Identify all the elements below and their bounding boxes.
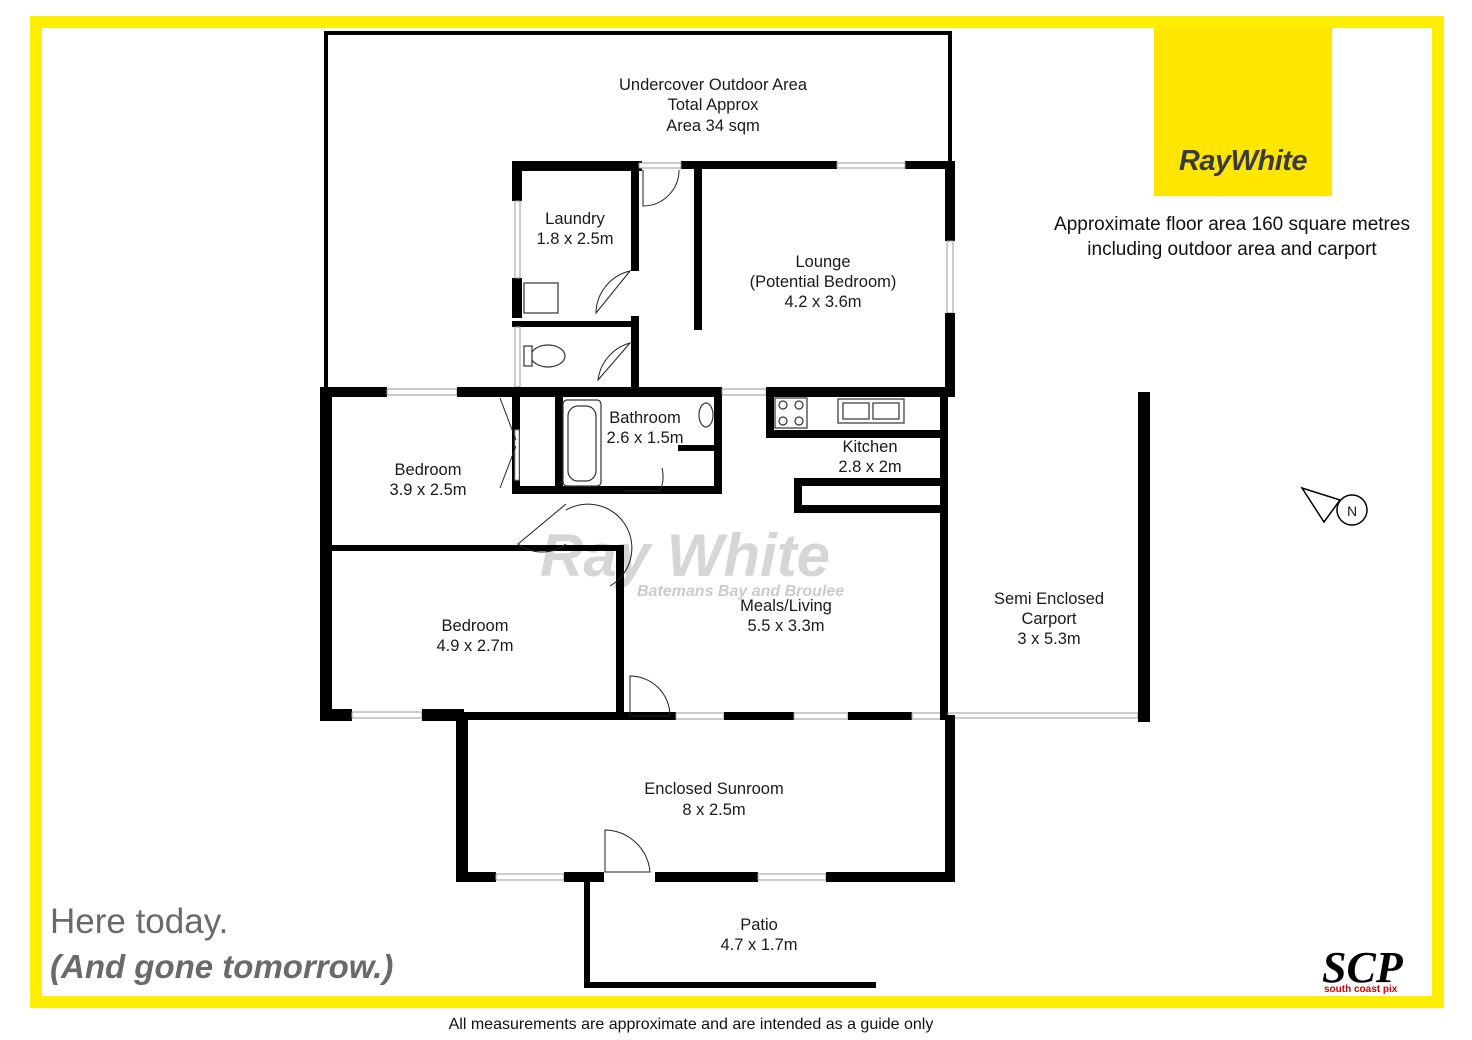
lounge-note: (Potential Bedroom) [750,273,897,291]
watermark-office: Batemans Bay and Broulee [637,583,844,600]
sunroom-size: 8 x 2.5m [682,801,745,819]
bathroom-name: Bathroom [609,409,681,427]
photographer-mark: SCP [1322,943,1404,992]
floor-area-line-2: including outdoor area and carport [1087,239,1377,260]
disclaimer: All measurements are approximate and are… [448,1016,934,1033]
photographer-name: south coast pix [1324,984,1398,995]
kitchen-walls [766,394,946,513]
room-labels: Undercover Outdoor Area Total Approx Are… [389,76,1104,954]
basin [698,402,714,428]
compass-circle [1336,494,1368,526]
compass: N [1300,486,1368,526]
tagline-line-2: (And gone tomorrow.) [50,948,394,985]
outdoor-area-outline [324,31,952,395]
photographer-logo: SCP south coast pix [1322,943,1404,995]
bathroom-size: 2.6 x 1.5m [606,429,683,447]
house-walls [320,387,1150,722]
watermark-brand: Ray White [540,522,830,589]
bedroom1-name: Bedroom [395,461,462,479]
carport-label-2: Carport [1021,610,1076,628]
laundry-name: Laundry [545,210,605,228]
sunroom-walls [456,712,955,988]
washing-machine [523,282,559,314]
outdoor-label-3: Area 34 sqm [666,117,760,135]
sunroom-name: Enclosed Sunroom [644,780,783,798]
kitchen-name: Kitchen [842,438,897,456]
carport-size: 3 x 5.3m [1017,630,1080,648]
carport-label-1: Semi Enclosed [994,590,1104,608]
lounge-size: 4.2 x 3.6m [784,293,861,311]
page-border [30,16,1444,1008]
meals-size: 5.5 x 3.3m [747,617,824,635]
compass-arrow-icon [1300,486,1342,524]
brand-logo-text: RayWhite [1178,145,1308,177]
kitchen-size: 2.8 x 2m [838,458,901,476]
bedroom2-name: Bedroom [442,617,509,635]
compass-letter: N [1347,503,1357,519]
doors [499,169,680,873]
meals-name: Meals/Living [740,597,832,615]
toilet [530,344,566,368]
floor-area-summary: Approximate floor area 160 square metres… [1000,212,1464,262]
tagline-line-1: Here today. [50,902,229,941]
lounge-name: Lounge [795,253,850,271]
bedroom1-size: 3.9 x 2.5m [389,481,466,499]
patio-name: Patio [740,916,778,934]
outdoor-label-2: Total Approx [668,96,760,114]
lounge-walls [638,161,955,395]
bathroom-walls [512,394,722,494]
brand-logo: RayWhite [1154,27,1332,196]
patio-size: 4.7 x 1.7m [720,936,797,954]
bedroom2-size: 4.9 x 2.7m [436,637,513,655]
floor-area-line-1: Approximate floor area 160 square metres [1054,214,1410,235]
outdoor-label-1: Undercover Outdoor Area [619,76,808,94]
watermark: Ray White Batemans Bay and Broulee [540,522,844,600]
laundry-size: 1.8 x 2.5m [536,230,613,248]
fixtures [523,282,714,487]
